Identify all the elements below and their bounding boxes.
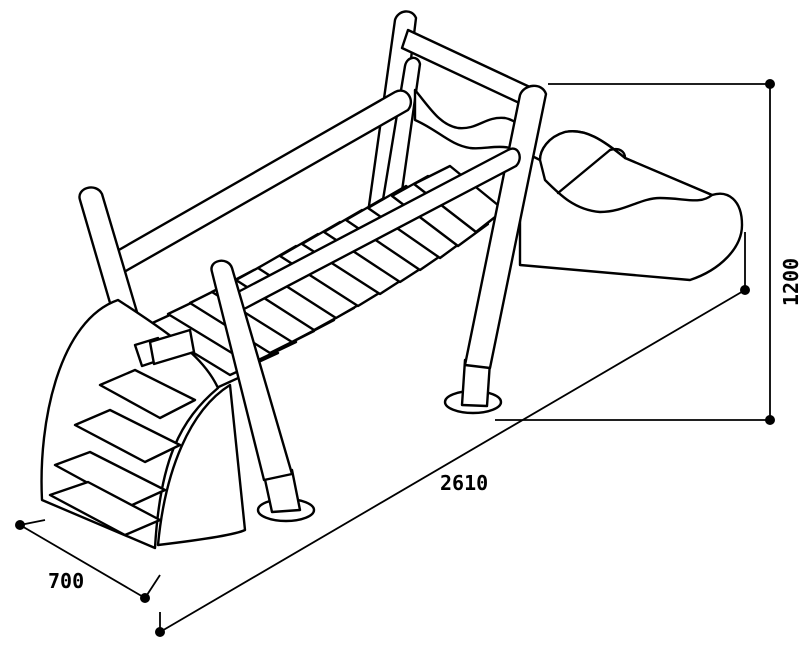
length-dimension-label: 2610: [440, 471, 488, 495]
stairs: [40, 298, 247, 550]
right-post: [443, 84, 548, 415]
height-dimension-label: 1200: [779, 258, 803, 306]
slide: [518, 130, 744, 282]
left-front-post: [210, 259, 316, 523]
dimension-lines: [15, 79, 775, 637]
width-dimension-label: 700: [48, 569, 84, 593]
